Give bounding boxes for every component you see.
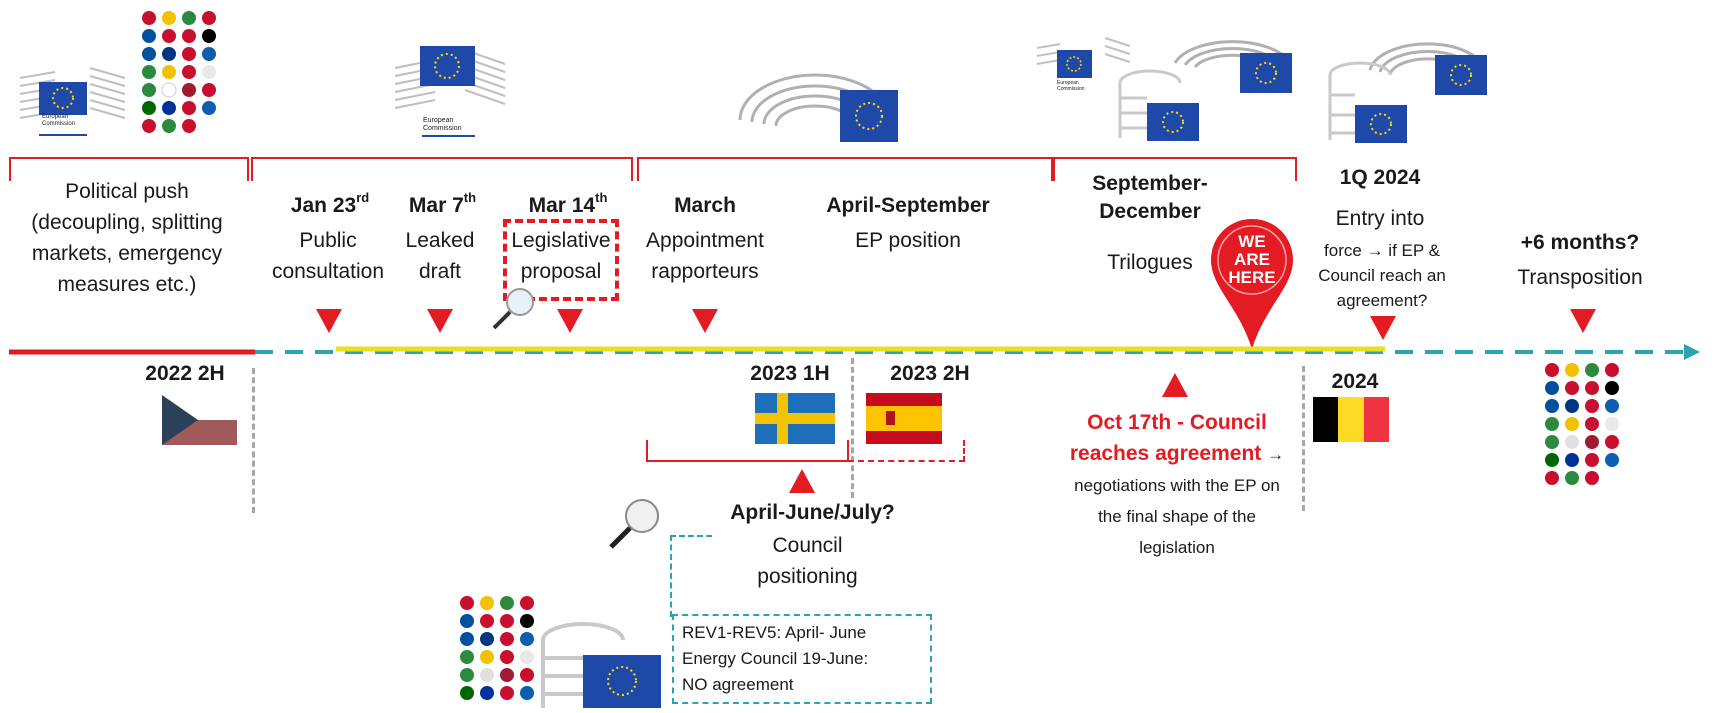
agreement-red-text: Oct 17th - Council reaches agreement (1069, 411, 1267, 465)
marker-consultation (316, 309, 342, 333)
czech-flag (162, 395, 237, 445)
marker-council (789, 469, 815, 493)
timeline-axis (9, 344, 1700, 360)
entry-date: 1Q 2024 (1339, 166, 1421, 189)
we-are-here-pin: WE ARE HERE (1209, 217, 1295, 352)
magnifier-icon-2 (605, 495, 665, 555)
council-label: Council positioning (757, 534, 858, 588)
marker-transposition (1570, 309, 1596, 333)
consultation-date-text: Jan 23 (290, 194, 357, 217)
ec-logo-2-label: European Commission (423, 117, 462, 132)
trilogue-label: Trilogues (1107, 251, 1193, 274)
presidency-2024: 2024 (1331, 370, 1379, 393)
trilogue-logos: European Commission (1035, 8, 1295, 143)
leaked-date-sup: th (463, 190, 477, 205)
divider-2022h2 (252, 368, 255, 513)
march-label: Appointment rapporteurs (646, 229, 764, 283)
leaked-label: Leaked draft (405, 229, 475, 283)
council-building-icon (541, 622, 661, 708)
proposal-date-sup: th (595, 190, 608, 205)
ec-logo-3-label: European Commission (1057, 80, 1085, 92)
member-state-flags-3 (455, 595, 537, 708)
member-state-flags-1 (137, 6, 219, 146)
ec-logo-1-label: European Commission (42, 114, 76, 127)
council-connector (670, 535, 712, 617)
trilogue-institutions-icon (1036, 37, 1292, 141)
proposal-date: Mar 14th (513, 190, 623, 221)
leaked-date: Mar 7th (395, 190, 490, 221)
divider-2023h2 (1302, 366, 1305, 511)
marker-leaked (427, 309, 453, 333)
proposal-highlight-box (503, 219, 619, 301)
ec-building-icon (394, 46, 506, 137)
marker-march (692, 309, 718, 333)
proposal-label: Legislative proposal (511, 229, 611, 283)
ec-logo-2: European Commission (390, 38, 510, 138)
we-are-here-line3: HERE (1228, 268, 1276, 287)
spanish-flag-icon (866, 393, 942, 444)
transposition-date: +6 months? (1520, 231, 1640, 254)
ec-building-icon (19, 67, 126, 136)
ep-hemicycle-logo-1 (730, 60, 900, 145)
bracket-council-extension (767, 440, 965, 462)
political-push-text: Political push (decoupling, splitting ma… (31, 180, 223, 296)
parliament-icon (738, 73, 898, 142)
council-box-line3: NO agreement (682, 675, 794, 694)
consultation-date: Jan 23rd (280, 190, 380, 221)
council-box-line1: REV1-REV5: April- June (682, 623, 867, 642)
we-are-here-line2: ARE (1234, 250, 1270, 269)
council-box-line2: Energy Council 19-June: (682, 649, 869, 668)
parliament-council-icon (1328, 42, 1487, 143)
entry-force-logos (1325, 25, 1490, 145)
bracket-council (646, 440, 849, 462)
marker-agreement (1162, 373, 1188, 397)
bracket-parliament (637, 157, 1053, 181)
consultation-date-sup: rd (356, 190, 370, 205)
map-pin-icon (1211, 219, 1293, 349)
leaked-date-text: Mar 7 (408, 194, 464, 217)
czech-flag-icon (162, 395, 237, 445)
presidency-2022h2: 2022 2H (145, 362, 225, 385)
transposition-label: Transposition (1517, 266, 1643, 289)
bracket-commission (251, 157, 633, 181)
member-state-flags-2 (1540, 360, 1622, 500)
council-date: April-June/July? (730, 501, 895, 524)
ec-logo-1: European Commission (15, 58, 130, 138)
council-building-logo (538, 600, 663, 708)
ep-label: EP position (855, 229, 961, 252)
agreement-continuation-text: → negotiations with the EP on the final … (1074, 445, 1285, 557)
marker-entry (1370, 316, 1396, 340)
bracket-political (9, 157, 249, 181)
entry-condition: force → if EP & Council reach an agreeme… (1318, 241, 1446, 310)
we-are-here-line1: WE (1238, 232, 1266, 251)
flags-grid-icon (142, 11, 216, 133)
belgian-flag (1313, 397, 1389, 442)
divider-2023h1 (851, 358, 854, 498)
proposal-date-text: Mar 14 (528, 194, 596, 217)
trilogue-date: September-December (1092, 172, 1208, 223)
magnifier-icon (490, 285, 538, 333)
march-date: March (674, 194, 736, 217)
flags-grid-icon (460, 596, 534, 700)
entry-label: Entry into (1335, 207, 1425, 230)
agreement-text: Oct 17th - Council reaches agreement → n… (1062, 407, 1292, 562)
bracket-trilogues (1053, 157, 1297, 181)
presidency-2023h1: 2023 1H (750, 362, 830, 385)
presidency-2023h2: 2023 2H (890, 362, 970, 385)
marker-proposal (557, 309, 583, 333)
swedish-flag (755, 393, 835, 444)
ep-date: April-September (826, 194, 990, 217)
swedish-flag-icon (755, 393, 835, 444)
council-info-box: REV1-REV5: April- June Energy Council 19… (672, 614, 932, 704)
spanish-flag (866, 393, 942, 444)
belgian-flag-icon (1313, 397, 1389, 442)
consultation-label: Public consultation (271, 229, 385, 283)
flags-grid-icon (1545, 363, 1619, 485)
